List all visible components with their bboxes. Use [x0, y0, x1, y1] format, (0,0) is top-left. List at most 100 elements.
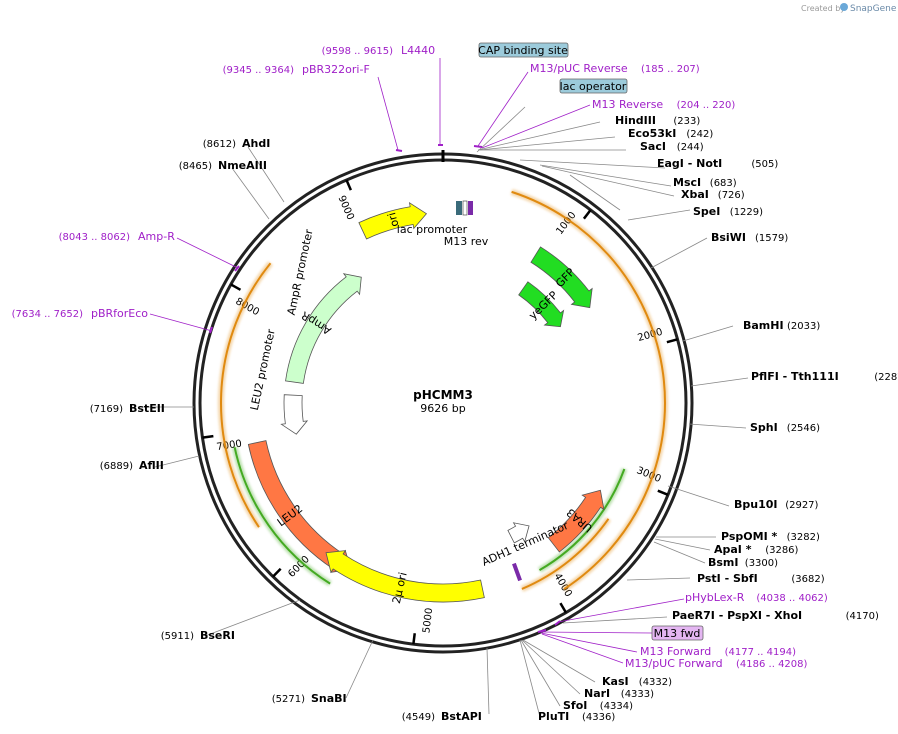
site-name: PflFI - Tth111I — [751, 370, 839, 383]
site-name: ApaI * — [714, 543, 752, 556]
primer-name: M13/pUC Forward — [625, 657, 723, 670]
guide-line — [377, 76, 399, 151]
guide-line — [650, 237, 708, 269]
primer-pbrforeco: pBRforEco(7634 .. 7652) — [12, 307, 149, 320]
m13-rev-label: M13 rev — [444, 235, 489, 248]
site-nari: NarI(4333) — [584, 687, 654, 700]
guide-line — [154, 455, 200, 468]
site-name: PstI - SbfI — [697, 572, 758, 585]
primer-m13-puc-forward: M13/pUC Forward (4186 .. 4208) — [625, 657, 808, 670]
guide-line — [539, 631, 653, 634]
primer-name: pBR322ori-F — [302, 63, 370, 76]
guide-line — [486, 647, 490, 715]
primer-marks — [209, 144, 561, 633]
site-name: HindIII — [615, 114, 656, 127]
ori-arrow-label: ori — [385, 211, 401, 228]
site-position: (3286) — [765, 545, 798, 556]
site-name: BsmI — [708, 556, 739, 569]
site-bseri: BseRI(5911) — [161, 629, 235, 642]
site-position: (244) — [677, 142, 704, 153]
site-msci: MscI(683) — [673, 176, 737, 189]
site-position: (4333) — [621, 689, 654, 700]
primer-position: (4038 .. 4062) — [756, 593, 828, 604]
site-name: MscI — [673, 176, 701, 189]
site-saci: SacI(244) — [640, 140, 704, 153]
guide-line — [626, 577, 691, 581]
site-position: (1579) — [755, 233, 788, 244]
guide-line — [519, 639, 541, 718]
snapgene-brand: SnapGene — [850, 4, 897, 14]
ura3-orf-green-arc — [538, 468, 626, 572]
guide-line — [667, 485, 730, 507]
leu2-orf-arc — [233, 447, 331, 585]
guide-line — [539, 164, 672, 187]
primer-m13-puc-reverse: M13/pUC Reverse(185 .. 207) — [530, 62, 700, 75]
site-xbai: XbaI(726) — [681, 188, 745, 201]
site-position: (2033) — [787, 321, 820, 332]
site-name: BstEII — [129, 402, 165, 415]
site-position: (3282) — [787, 532, 820, 543]
primer-name: M13 Forward — [640, 645, 711, 658]
site-name: BsiWI — [711, 231, 746, 244]
site-position: (726) — [718, 190, 745, 201]
tick-mark — [582, 209, 592, 220]
lac-promoter-marker — [462, 200, 468, 216]
site-name: SphI — [750, 421, 778, 434]
site-name: EagI - NotI — [657, 157, 722, 170]
guide-line — [231, 167, 270, 220]
tick-mark — [272, 567, 282, 578]
created-by-text: Created by — [801, 4, 845, 13]
site-sphi: SphI(2546) — [750, 421, 820, 434]
primer-position: (4186 .. 4208) — [736, 659, 808, 670]
primer-position: (7634 .. 7652) — [12, 309, 84, 320]
leu2-promoter-arrow — [280, 394, 309, 435]
site-ahdi: AhdI(8612) — [203, 137, 271, 150]
primer-name: L4440 — [401, 44, 435, 57]
site-sfoi: SfoI(4334) — [563, 699, 633, 712]
primer-position: (9598 .. 9615) — [322, 46, 394, 57]
cap-binding-site-label: CAP binding site — [478, 44, 568, 57]
ura3-orf-orange-arc — [521, 518, 610, 590]
site-position: (5271) — [272, 694, 305, 705]
primer-position: (9345 .. 9364) — [223, 65, 295, 76]
guide-line — [204, 599, 301, 637]
orf-arcs — [218, 189, 668, 592]
primer-position: (204 .. 220) — [677, 100, 736, 111]
lac-promoter-label: lac promoter — [397, 223, 468, 236]
guide-line — [176, 237, 239, 269]
primer-position: (8043 .. 8062) — [59, 232, 131, 243]
tick-mark — [666, 338, 678, 344]
site-position: (4334) — [600, 701, 633, 712]
primer-m13-forward: M13 Forward (4177 .. 4194) — [640, 645, 796, 658]
guide-line — [519, 159, 666, 169]
yegfp-arrow — [518, 281, 565, 328]
lac-operator-box: lac operator — [559, 78, 628, 94]
site-name: Bpu10I — [734, 498, 778, 511]
site-name: KasI — [602, 675, 629, 688]
restriction-sites: HindIII(233)Eco53kI(242)SacI(244) EagI - … — [90, 114, 898, 723]
ampr-arrow — [285, 273, 362, 384]
primer-labels: L4440 (9598 .. 9615) pBR322ori-F (9345 .. 9… — [12, 44, 828, 670]
guide-line — [557, 598, 685, 623]
site-hindiii: HindIII(233) — [615, 114, 700, 127]
tick-label: 5000 — [421, 607, 435, 634]
snapgene-watermark: Created by SnapGene — [801, 3, 897, 14]
site-name: Eco53kI — [628, 127, 676, 140]
ori-arrow — [358, 201, 428, 240]
site-bpu10i: Bpu10I(2927) — [734, 498, 819, 511]
site-name: SpeI — [693, 205, 720, 218]
lac-operator-label: lac operator — [560, 80, 627, 93]
site-name: PaeR7I - PspXI - XhoI — [672, 609, 802, 622]
primer-position: (4177 .. 4194) — [725, 647, 797, 658]
guide-line — [541, 165, 675, 197]
guide-line — [345, 639, 374, 699]
primer-pbr322ori-f: pBR322ori-F (9345 .. 9364) — [223, 63, 370, 76]
primer-position: (185 .. 207) — [641, 64, 700, 75]
site-eco53ki: Eco53kI(242) — [628, 127, 713, 140]
site-pflfi-tth111i: PflFI - Tth111I(2287) — [751, 370, 898, 383]
plasmid-length: 9626 bp — [420, 402, 465, 415]
site-name: BamHI — [743, 319, 784, 332]
guide-line — [476, 106, 526, 153]
m13-fwd-label: M13 fwd — [654, 627, 701, 640]
